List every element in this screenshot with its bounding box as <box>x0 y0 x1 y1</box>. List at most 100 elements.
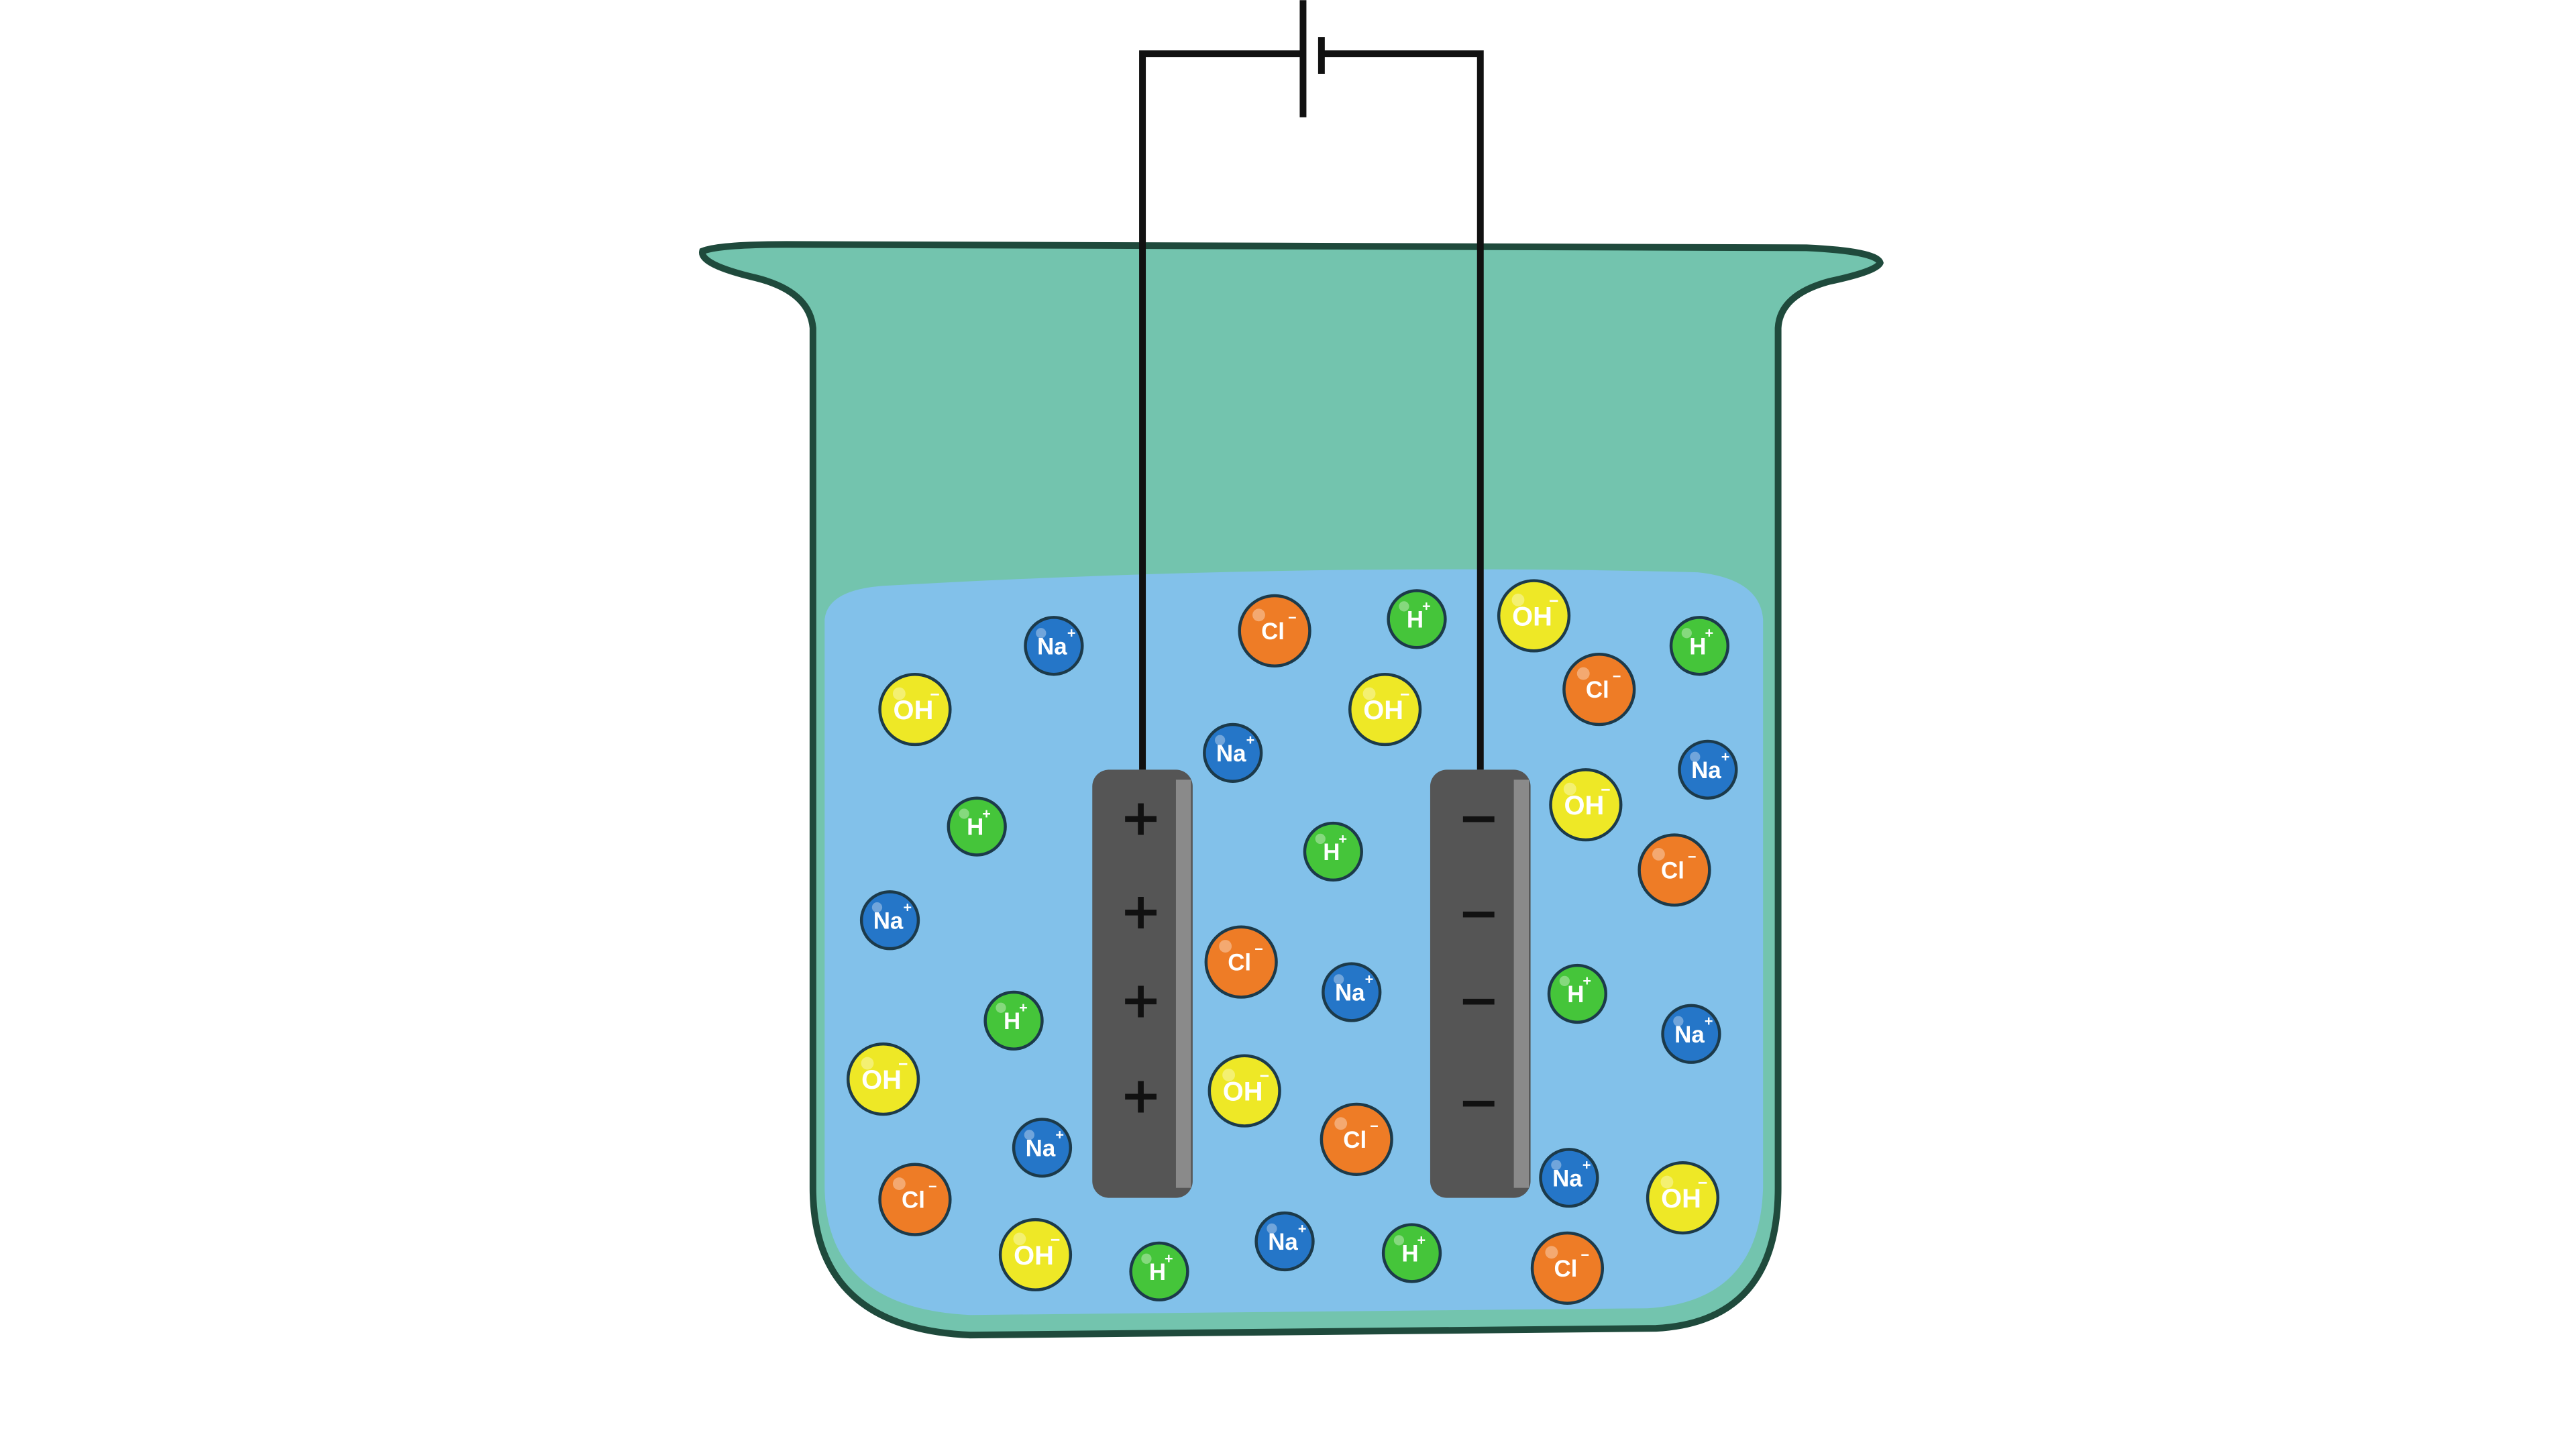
h-ion-circle <box>1129 1241 1189 1302</box>
oh-ion-circle <box>1348 672 1422 747</box>
oh-ion-symbol: OH <box>1014 1241 1054 1271</box>
h-ion: H+ <box>947 796 1007 857</box>
ion-shine <box>1315 833 1326 845</box>
anode-electrode: + + + + <box>1092 769 1193 1198</box>
anode-mark: + <box>1120 882 1162 941</box>
cl-ion-circle <box>1204 925 1278 999</box>
ion-shine <box>1563 782 1576 796</box>
h-ion-symbol: H <box>1407 606 1424 633</box>
na-ion-symbol: Na <box>1216 741 1246 767</box>
cathode-mark: − <box>1458 971 1500 1029</box>
cl-ion-circle <box>1238 594 1311 667</box>
oh-ion: OH− <box>846 1042 920 1116</box>
h-ion-charge: + <box>1165 1250 1173 1267</box>
h-ion-symbol: H <box>1567 981 1584 1008</box>
cl-ion: Cl− <box>1204 925 1278 999</box>
cl-ion: Cl− <box>1562 653 1636 727</box>
ion-shine <box>871 902 883 913</box>
na-ion-charge: + <box>1365 971 1374 987</box>
battery-icon <box>1299 0 1325 117</box>
h-ion: H+ <box>1387 589 1447 649</box>
anode-mark: + <box>1120 1066 1162 1124</box>
oh-ion-charge: − <box>930 686 939 704</box>
na-ion-circle <box>1322 962 1382 1022</box>
na-ion-charge: + <box>1055 1126 1064 1143</box>
ion-shine <box>1551 1160 1562 1171</box>
cl-ion-charge: − <box>1688 849 1697 865</box>
oh-ion-symbol: OH <box>1512 602 1552 631</box>
oh-ion: OH− <box>998 1218 1073 1292</box>
ion-shine <box>996 1002 1006 1013</box>
h-ion-charge: + <box>1705 625 1713 641</box>
ion-shine <box>861 1057 874 1070</box>
na-ion-circle <box>1661 1004 1721 1064</box>
cl-ion-charge: − <box>928 1178 937 1195</box>
na-ion: Na+ <box>1012 1118 1073 1178</box>
na-ion-circle <box>1203 722 1263 784</box>
na-ion-symbol: Na <box>1026 1135 1056 1161</box>
cl-ion-symbol: Cl <box>1261 619 1285 645</box>
na-ion: Na+ <box>1203 722 1263 784</box>
ion-shine <box>1545 1246 1558 1259</box>
ion-shine <box>1222 1069 1236 1081</box>
ion-shine <box>1215 735 1226 745</box>
ion-shine <box>1559 975 1570 987</box>
h-ion-circle <box>1547 963 1608 1024</box>
h-ion-circle <box>1303 821 1363 882</box>
cl-ion-circle <box>1530 1231 1605 1305</box>
na-ion-charge: + <box>1721 748 1730 765</box>
na-ion-symbol: Na <box>1268 1229 1298 1255</box>
ion-shine <box>892 1177 906 1191</box>
h-ion-charge: + <box>1019 999 1028 1016</box>
oh-ion-charge: − <box>1698 1175 1707 1193</box>
h-ion-circle <box>983 990 1044 1051</box>
cl-ion: Cl− <box>1238 594 1311 667</box>
oh-ion-circle <box>998 1218 1073 1292</box>
h-ion-symbol: H <box>967 814 983 841</box>
na-ion: Na+ <box>1678 739 1738 800</box>
oh-ion-symbol: OH <box>894 696 934 725</box>
oh-ion-symbol: OH <box>1661 1184 1701 1214</box>
oh-ion-charge: − <box>898 1056 908 1074</box>
h-ion-charge: + <box>1582 972 1591 989</box>
ion-shine <box>1673 1016 1684 1026</box>
oh-ion-symbol: OH <box>861 1065 902 1095</box>
h-ion: H+ <box>1303 821 1363 882</box>
ion-shine <box>1036 628 1046 639</box>
cl-ion-symbol: Cl <box>902 1187 925 1214</box>
ion-shine <box>1252 608 1265 622</box>
na-ion: Na+ <box>1539 1148 1599 1208</box>
na-ion-charge: + <box>1298 1220 1307 1236</box>
ion-shine <box>1219 940 1232 953</box>
h-ion: H+ <box>1129 1241 1189 1302</box>
na-ion-circle <box>1254 1211 1315 1272</box>
cl-ion-circle <box>1320 1102 1393 1176</box>
na-ion-symbol: Na <box>1335 980 1365 1006</box>
ion-shine <box>1024 1130 1035 1140</box>
ion-shine <box>1141 1253 1152 1264</box>
ion-shine <box>1267 1223 1277 1234</box>
cl-ion-symbol: Cl <box>1228 950 1251 976</box>
oh-ion: OH− <box>878 672 952 747</box>
cl-ion-circle <box>1638 833 1711 907</box>
cl-ion: Cl− <box>1320 1102 1393 1176</box>
na-ion-circle <box>1012 1118 1073 1178</box>
cathode-electrode: − − − − <box>1430 769 1531 1198</box>
cathode-mark: − <box>1458 1073 1500 1131</box>
cl-ion-circle <box>1562 653 1636 727</box>
cl-ion-symbol: Cl <box>1586 677 1609 703</box>
ion-shine <box>1660 1175 1674 1189</box>
oh-ion-charge: − <box>1400 686 1409 704</box>
h-ion: H+ <box>1381 1223 1442 1283</box>
h-ion: H+ <box>983 990 1044 1051</box>
h-ion-charge: + <box>1422 598 1431 614</box>
cathode-mark: − <box>1458 884 1500 943</box>
cathode-mark: − <box>1458 789 1500 847</box>
ion-shine <box>1576 667 1590 680</box>
oh-ion: OH− <box>1497 579 1571 653</box>
cl-ion-charge: − <box>1580 1246 1589 1263</box>
ion-shine <box>1681 628 1692 639</box>
h-ion-circle <box>947 796 1007 857</box>
h-ion-circle <box>1669 616 1730 676</box>
h-ion-charge: + <box>982 805 991 822</box>
